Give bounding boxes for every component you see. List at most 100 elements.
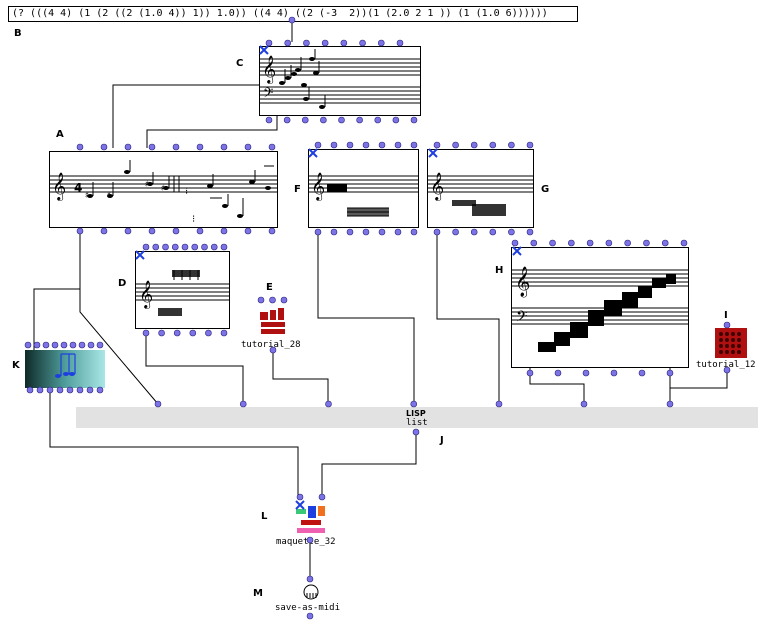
connector-dot[interactable] <box>96 341 104 349</box>
connector-dot[interactable] <box>244 227 252 235</box>
connector-dot[interactable] <box>526 369 534 377</box>
connector-dot[interactable] <box>283 116 291 124</box>
connector-dot[interactable] <box>148 227 156 235</box>
connector-dot[interactable] <box>244 143 252 151</box>
connector-dot[interactable] <box>171 243 179 251</box>
connector-dot[interactable] <box>181 243 189 251</box>
lisp-list-box[interactable] <box>76 407 758 428</box>
connector-dot[interactable] <box>680 239 688 247</box>
connector-dot[interactable] <box>220 143 228 151</box>
connector-dot[interactable] <box>124 227 132 235</box>
connector-dot[interactable] <box>152 243 160 251</box>
connector-dot[interactable] <box>172 227 180 235</box>
connector-dot[interactable] <box>306 575 314 583</box>
connector-dot[interactable] <box>362 141 370 149</box>
connector-dot[interactable] <box>452 228 459 236</box>
connector-dot[interactable] <box>549 239 556 247</box>
connector-dot[interactable] <box>378 228 386 236</box>
connector-dot[interactable] <box>210 243 218 251</box>
connector-dot[interactable] <box>69 341 77 349</box>
connector-dot[interactable] <box>220 227 228 235</box>
connector-dot[interactable] <box>306 612 314 620</box>
connector-dot[interactable] <box>526 228 534 236</box>
connector-dot[interactable] <box>196 227 204 235</box>
connector-dot[interactable] <box>320 116 327 124</box>
connector-dot[interactable] <box>173 329 181 337</box>
connector-dot[interactable] <box>489 228 497 236</box>
connector-dot[interactable] <box>508 141 515 149</box>
connector-dot[interactable] <box>33 341 41 349</box>
connector-dot[interactable] <box>191 243 199 251</box>
connector-dot[interactable] <box>661 239 669 247</box>
connector-dot[interactable] <box>301 116 309 124</box>
chord-seq-box-f[interactable]: 𝄞 <box>308 149 419 228</box>
connector-dot[interactable] <box>511 239 519 247</box>
connector-dot[interactable] <box>530 239 538 247</box>
connector-dot[interactable] <box>643 239 650 247</box>
connector-dot[interactable] <box>470 228 478 236</box>
connector-dot[interactable] <box>148 143 156 151</box>
connector-dot[interactable] <box>24 341 32 349</box>
maquette-icon[interactable] <box>296 501 328 535</box>
connector-dot[interactable] <box>220 243 228 251</box>
connector-dot[interactable] <box>410 228 418 236</box>
connector-dot[interactable] <box>201 243 208 251</box>
connector-dot[interactable] <box>257 296 265 304</box>
connector-dot[interactable] <box>280 296 288 304</box>
chord-seq-box-g[interactable]: 𝄞 <box>427 149 534 228</box>
connector-dot[interactable] <box>362 228 370 236</box>
tutorial-28-icon[interactable] <box>258 306 288 338</box>
connector-dot[interactable] <box>410 116 418 124</box>
connector-dot[interactable] <box>605 239 613 247</box>
connector-dot[interactable] <box>87 341 95 349</box>
voice-box-a[interactable]: 𝄞 4 ♯♯♯♯ ⁝⁝ <box>49 151 278 228</box>
connector-dot[interactable] <box>205 329 212 337</box>
connector-dot[interactable] <box>392 116 400 124</box>
connector-dot[interactable] <box>296 493 304 501</box>
connector-dot[interactable] <box>78 341 86 349</box>
connector-dot[interactable] <box>666 369 674 377</box>
connector-dot[interactable] <box>433 228 441 236</box>
connector-dot[interactable] <box>268 227 276 235</box>
connector-dot[interactable] <box>412 428 420 436</box>
connector-dot[interactable] <box>394 228 402 236</box>
connector-dot[interactable] <box>374 116 382 124</box>
connector-dot[interactable] <box>220 329 228 337</box>
connector-dot[interactable] <box>610 369 618 377</box>
connector-dot[interactable] <box>356 116 363 124</box>
connector-dot[interactable] <box>330 228 338 236</box>
connector-dot[interactable] <box>346 141 354 149</box>
connector-dot[interactable] <box>394 141 402 149</box>
chord-seq-box-h[interactable]: 𝄞 𝄢 <box>511 247 689 368</box>
connector-dot[interactable] <box>330 141 338 149</box>
connector-dot[interactable] <box>100 143 108 151</box>
connector-dot[interactable] <box>60 341 68 349</box>
connector-dot[interactable] <box>76 143 84 151</box>
connector-dot[interactable] <box>142 329 150 337</box>
connector-dot[interactable] <box>42 341 50 349</box>
connector-dot[interactable] <box>378 141 386 149</box>
connector-dot[interactable] <box>269 296 276 304</box>
connector-dot[interactable] <box>624 239 631 247</box>
connector-dot[interactable] <box>582 369 590 377</box>
connector-dot[interactable] <box>76 227 84 235</box>
connector-dot[interactable] <box>142 243 150 251</box>
connector-dot[interactable] <box>638 369 646 377</box>
connector-dot[interactable] <box>162 243 169 251</box>
connector-dot[interactable] <box>526 141 534 149</box>
connector-dot[interactable] <box>314 228 322 236</box>
connector-dot[interactable] <box>172 143 180 151</box>
connector-dot[interactable] <box>452 141 459 149</box>
tutorial-12-icon[interactable] <box>715 328 747 358</box>
connector-dot[interactable] <box>568 239 575 247</box>
connector-dot[interactable] <box>268 143 276 151</box>
connector-dot[interactable] <box>554 369 562 377</box>
connector-dot[interactable] <box>489 141 497 149</box>
connector-dot[interactable] <box>346 228 354 236</box>
connector-dot[interactable] <box>158 329 165 337</box>
connector-dot[interactable] <box>196 143 204 151</box>
expression-box[interactable]: (? (((4 4) (1 (2 ((2 (1.0 4)) 1)) 1.0)) … <box>8 6 578 22</box>
connector-dot[interactable] <box>124 143 132 151</box>
chord-seq-box-c[interactable]: 𝄞 𝄢 <box>259 46 421 116</box>
